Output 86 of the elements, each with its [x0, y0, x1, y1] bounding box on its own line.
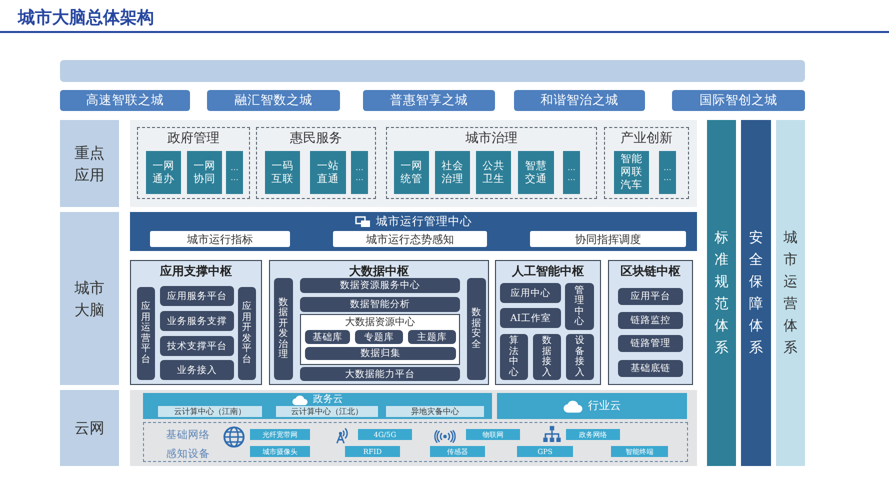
module-tile: 数据资源服务中心: [300, 278, 460, 293]
module-tile: 主题库: [408, 330, 456, 344]
module-tile: 管理中心: [565, 283, 594, 330]
panel-title: 区块链中枢: [620, 263, 680, 279]
application-tile: 一网协同: [187, 151, 222, 194]
module-tile: 应用开发平台: [238, 287, 256, 380]
cloud-title: 政务云: [313, 394, 343, 406]
data-center-tile: 异地灾备中心: [386, 406, 484, 417]
module-tile: 业务接入: [160, 360, 234, 380]
application-tile: 公共卫生: [476, 151, 511, 194]
layer-label: 重点应用: [60, 120, 119, 207]
application-group: [256, 127, 376, 199]
module-tile: 数据安全: [467, 278, 486, 380]
vision-banner: 国际智创之城: [672, 90, 805, 111]
resource-center-panel: [300, 314, 460, 365]
layer-label: 云网: [60, 390, 119, 466]
row-label: 感知设备: [166, 448, 210, 461]
data-center-tile: 云计算中心（江南）: [158, 406, 262, 417]
function-tile: 城市运行态势感知: [333, 231, 487, 247]
module-tile: 数据开发治理: [274, 278, 293, 380]
module-tile: 业务服务支撑: [160, 311, 234, 331]
application-tile: 一网统管: [394, 151, 429, 194]
vision-banner: 和谐智治之城: [514, 90, 645, 111]
system-column: 安全保障体系: [741, 120, 771, 466]
cloud-title: 行业云: [588, 399, 621, 413]
cloud-panel: [143, 393, 492, 419]
application-group: [137, 127, 250, 199]
module-tile: 基础底链: [618, 360, 683, 377]
application-tile: ……: [659, 151, 676, 194]
group-title: 政府管理: [168, 131, 220, 147]
application-tile: 一网通办: [146, 151, 181, 194]
application-tile: 一码互联: [265, 151, 300, 194]
panel-title: 应用支撑中枢: [160, 263, 232, 279]
panel-title: 大数据中枢: [349, 263, 409, 279]
page-title: 城市大脑总体架构: [18, 7, 154, 29]
application-tile: ……: [226, 151, 243, 194]
module-tile: 大数据能力平台: [300, 367, 460, 381]
module-tile: 数据归集: [305, 347, 456, 360]
cloud-panel: [497, 393, 687, 419]
banner-bar: [60, 60, 805, 82]
group-title: 产业创新: [620, 131, 672, 147]
application-group: [604, 127, 689, 199]
vision-banner: 普惠智享之城: [363, 90, 495, 111]
operations-center-bar: [130, 212, 697, 251]
network-area: [143, 422, 688, 462]
panel-title: 人工智能中枢: [512, 263, 584, 279]
application-tile: 智能网联汽车: [614, 151, 649, 194]
module-tile: AI工作室: [500, 308, 561, 328]
module-tile: 链路监控: [618, 312, 683, 329]
application-tile: 一站直通: [310, 151, 346, 194]
layer-panel: [130, 120, 697, 207]
layer-label: 城市大脑: [60, 212, 119, 385]
module-tile: 应用中心: [500, 283, 561, 303]
module-tile: 算法中心: [500, 334, 528, 380]
module-tile: 基础库: [305, 330, 350, 344]
data-center-tile: 云计算中心（江北）: [276, 406, 378, 417]
hub-panel: [130, 260, 262, 385]
module-tile: 链路管理: [618, 335, 683, 352]
module-tile: 应用服务平台: [160, 286, 234, 306]
application-tile: ……: [563, 151, 580, 194]
vision-banner: 高速智联之城: [60, 90, 190, 111]
module-tile: 设备接入: [566, 334, 594, 380]
system-column: 城市运营体系: [776, 120, 805, 466]
hub-panel: [269, 260, 489, 385]
hub-panel: [608, 260, 693, 385]
group-title: 惠民服务: [290, 131, 342, 147]
system-column: 标准规范体系: [707, 120, 736, 466]
module-tile: 数据接入: [533, 334, 561, 380]
module-tile: 应用运营平台: [137, 287, 155, 380]
function-tile: 协同指挥调度: [530, 231, 686, 247]
module-tile: 技术支撑平台: [160, 336, 234, 356]
row-label: 基础网络: [166, 429, 210, 442]
bar-title: 城市运行管理中心: [376, 214, 472, 229]
function-tile: 城市运行指标: [150, 231, 290, 247]
vision-banner: 融汇智数之城: [207, 90, 340, 111]
application-group: [386, 127, 597, 199]
hub-panel: [495, 260, 601, 385]
group-title: 城市治理: [466, 131, 518, 147]
panel-title: 大数据资源中心: [345, 316, 415, 329]
application-tile: 社会治理: [435, 151, 470, 194]
module-tile: 数据智能分析: [300, 297, 460, 312]
module-tile: 专题库: [355, 330, 403, 344]
application-tile: ……: [351, 151, 368, 194]
layer-panel: [130, 390, 697, 466]
module-tile: 应用平台: [618, 288, 683, 305]
application-tile: 智慧交通: [518, 151, 554, 194]
